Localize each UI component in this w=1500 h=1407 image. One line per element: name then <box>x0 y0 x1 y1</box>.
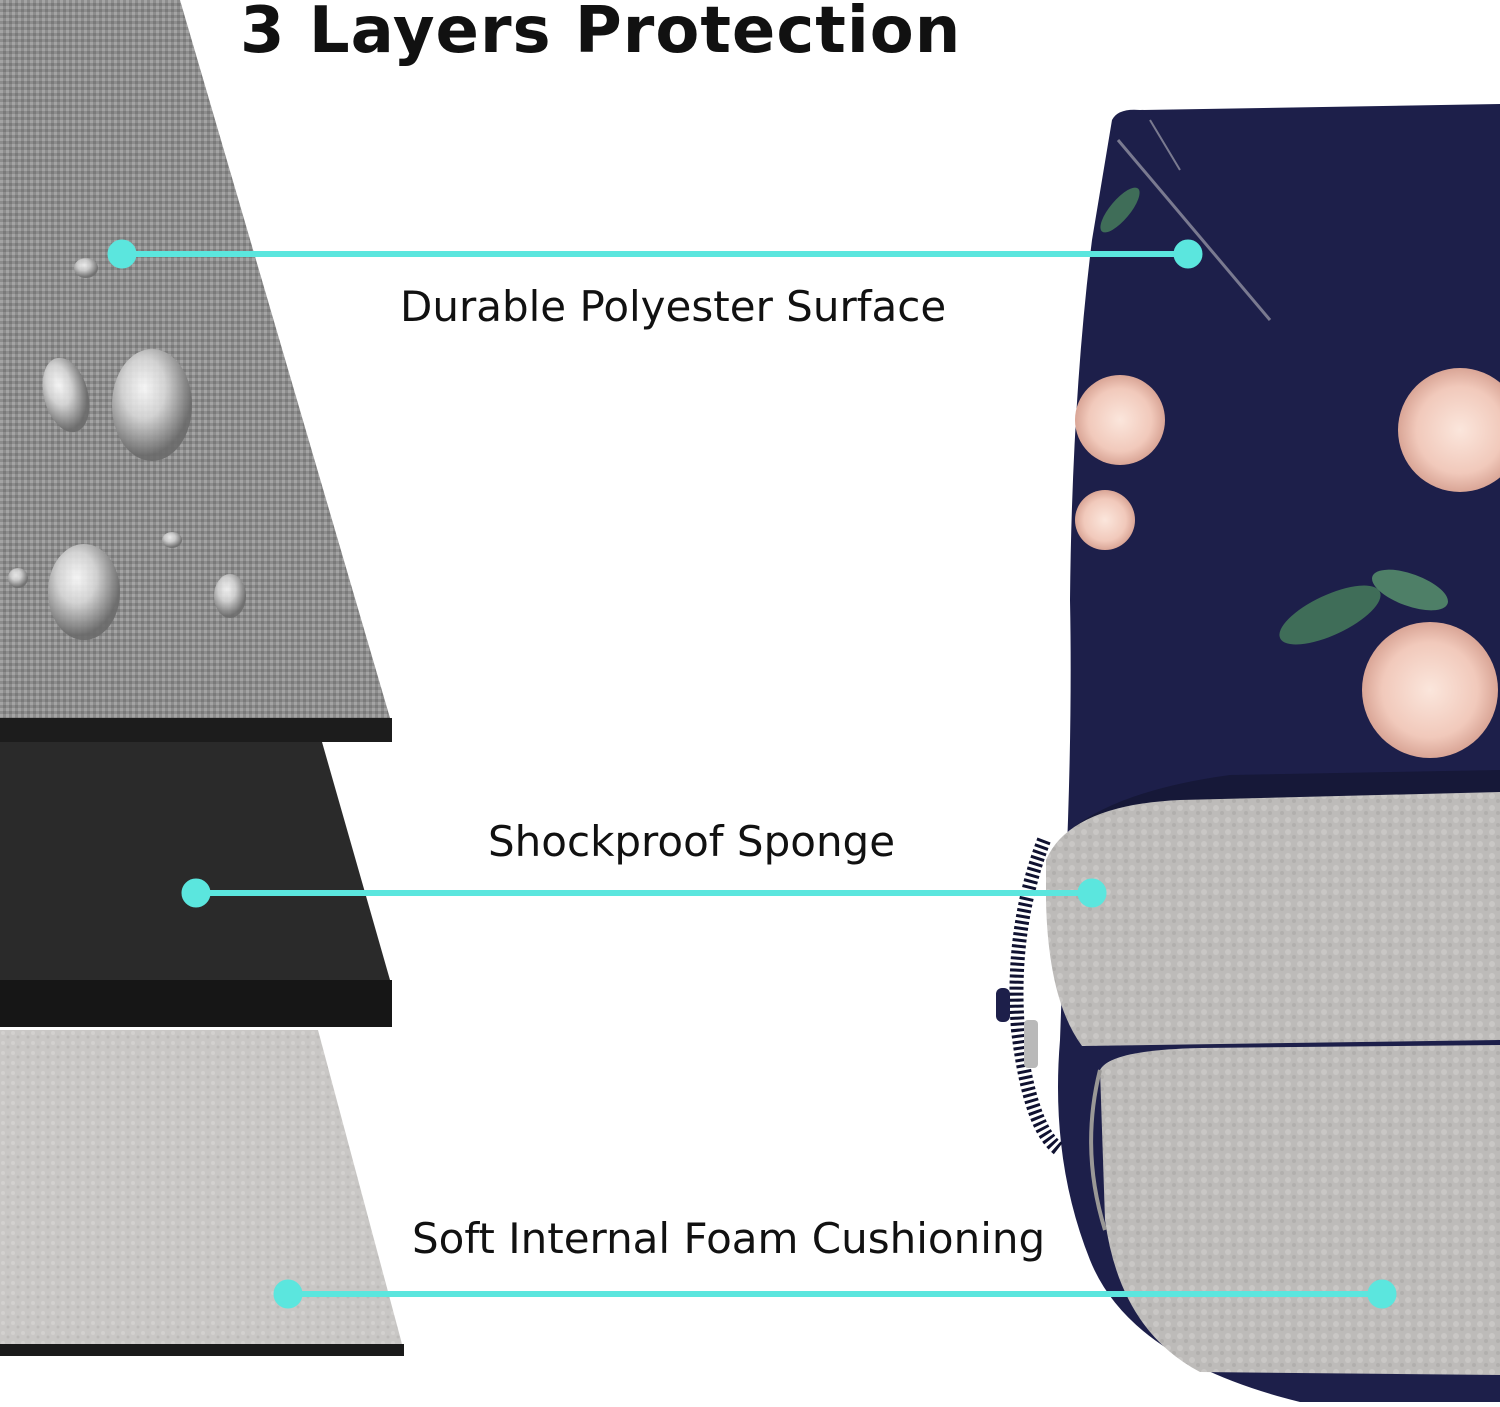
rose-pattern <box>1075 119 1500 758</box>
foam-layer <box>0 1030 404 1356</box>
page-title: 3 Layers Protection <box>240 0 962 68</box>
sponge-layer <box>0 742 392 1027</box>
callout-lines <box>107 239 1397 1309</box>
water-droplets <box>8 258 246 640</box>
layer-label-foam: Soft Internal Foam Cushioning <box>412 1214 1046 1263</box>
zipper-pull <box>1024 1020 1038 1068</box>
layer-label-polyester: Durable Polyester Surface <box>400 282 947 331</box>
polyester-layer <box>0 0 392 742</box>
layer-label-sponge: Shockproof Sponge <box>488 817 896 866</box>
laptop-sleeve <box>996 104 1500 1402</box>
